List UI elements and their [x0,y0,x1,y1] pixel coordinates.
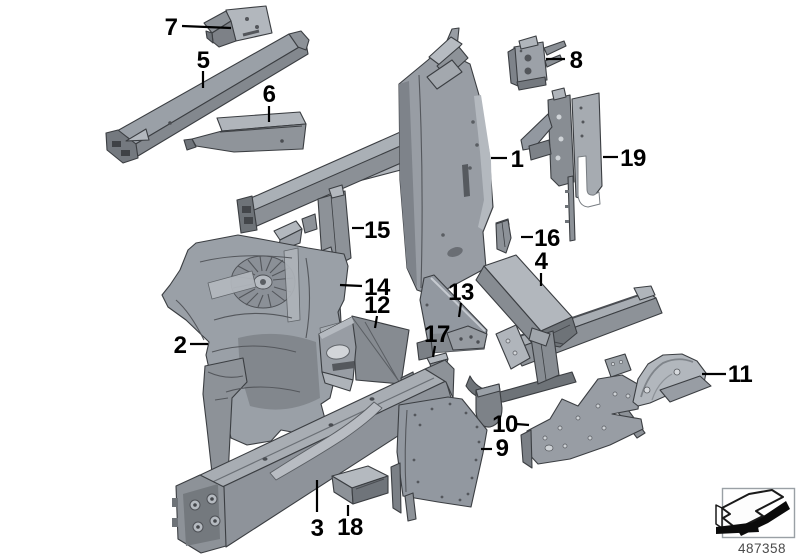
part-shape-7[interactable] [203,5,273,48]
part-shape-8[interactable] [507,35,567,91]
callout-label-17[interactable]: 17 [424,321,450,348]
callout-label-1[interactable]: 1 [511,146,525,173]
part-shape-3[interactable] [172,359,455,554]
callout-label-9[interactable]: 9 [496,435,510,462]
callout-label-6[interactable]: 6 [263,81,277,108]
callout-label-7[interactable]: 7 [165,14,179,41]
part-shape-1[interactable] [236,27,494,297]
callout-label-13[interactable]: 13 [448,279,474,306]
part-shape-11[interactable] [632,353,712,407]
callout-label-4[interactable]: 4 [535,248,550,275]
callout-label-18[interactable]: 18 [337,514,363,541]
callout-label-12[interactable]: 12 [364,292,390,319]
callout-label-16[interactable]: 16 [534,225,560,252]
callout-label-11[interactable]: 11 [728,361,753,388]
part-shape-5[interactable] [105,30,310,164]
part-shape-18[interactable] [331,465,389,505]
callout-label-5[interactable]: 5 [197,47,211,74]
part-shape-19[interactable] [520,87,603,242]
callout-label-15[interactable]: 15 [364,217,390,244]
part-shape-2[interactable] [161,234,349,483]
part-shape-9[interactable] [390,396,488,522]
callout-label-2[interactable]: 2 [174,332,188,359]
direction-arrow-icon [715,487,796,539]
part-shape-10[interactable] [520,353,646,469]
callout-label-14[interactable]: 14 [364,274,391,301]
callout-label-10[interactable]: 10 [492,411,518,438]
part-shape-4[interactable] [446,254,663,428]
leader-lines [181,24,726,516]
callout-label-19[interactable]: 19 [620,145,646,172]
drawing-number: 487358 [738,541,786,556]
callout-label-3[interactable]: 3 [311,515,325,542]
part-shape-16[interactable] [495,218,512,254]
callout-label-8[interactable]: 8 [570,47,584,74]
part-shape-12[interactable] [318,315,416,392]
part-shape-6[interactable] [183,111,307,153]
